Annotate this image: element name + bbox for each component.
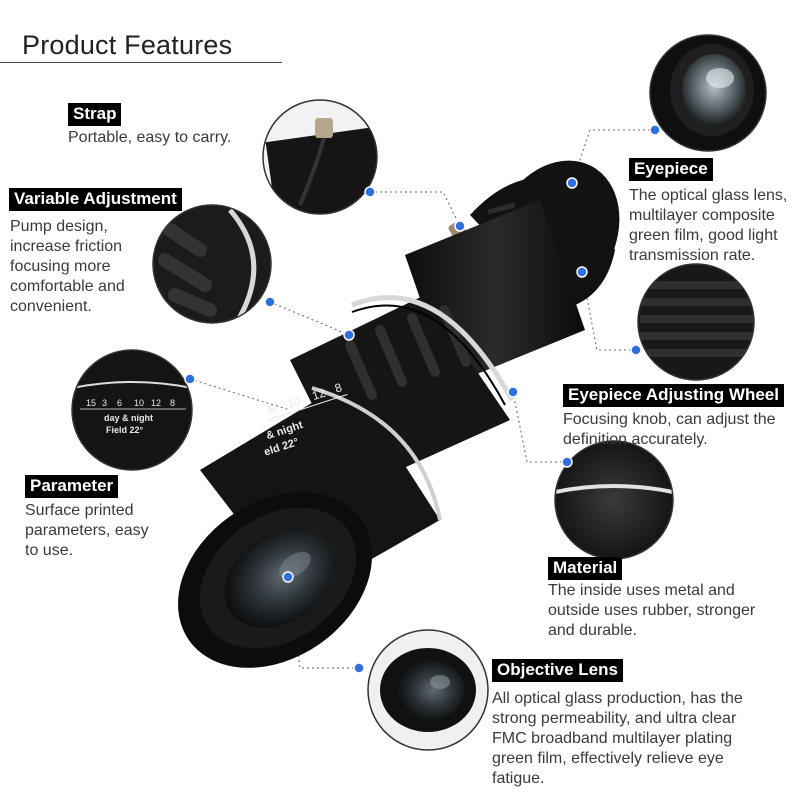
variable-adjustment-label: Variable Adjustment bbox=[9, 188, 182, 211]
eyepiece-wheel-label: Eyepiece Adjusting Wheel bbox=[563, 384, 784, 407]
objective-lens-description: All optical glass production, has the st… bbox=[492, 689, 743, 789]
description-line: green film, effectively relieve eye bbox=[492, 750, 724, 767]
marker-dot bbox=[282, 571, 294, 583]
inset-parameter: 15 3 6 10 12 8 day & night Field 22° bbox=[71, 349, 193, 471]
inset-variable-adjustment bbox=[152, 204, 272, 324]
description-line: focusing more bbox=[10, 258, 111, 275]
param-print-line2: Field 22° bbox=[106, 425, 144, 435]
marker-dot bbox=[454, 220, 466, 232]
description-line: Surface printed bbox=[25, 502, 134, 519]
description-line: fatigue. bbox=[492, 770, 545, 787]
material-description: The inside uses metal and outside uses r… bbox=[548, 581, 755, 641]
description-line: multilayer composite bbox=[629, 207, 775, 224]
marker-dot bbox=[507, 386, 519, 398]
marker-dot bbox=[630, 344, 642, 356]
monocular-body: 6 10 12 8 & night eld 22° bbox=[178, 160, 620, 668]
param-scale-number: 8 bbox=[170, 398, 175, 408]
title-underline bbox=[0, 62, 282, 63]
connector-material bbox=[512, 391, 567, 463]
description-line: FMC broadband multilayer plating bbox=[492, 730, 733, 747]
description-line: The inside uses metal and bbox=[548, 582, 735, 599]
description-line: comfortable and bbox=[10, 278, 125, 295]
marker-dot bbox=[353, 662, 365, 674]
marker-dot bbox=[649, 124, 661, 136]
inset-eyepiece bbox=[649, 34, 767, 152]
inset-eyepiece-wheel bbox=[637, 263, 755, 381]
marker-dot bbox=[566, 177, 578, 189]
description-line: All optical glass production, has the bbox=[492, 690, 743, 707]
inset-objective-lens bbox=[367, 629, 489, 751]
parameter-description: Surface printed parameters, easy to use. bbox=[25, 501, 149, 561]
variable-adjustment-description: Pump design, increase friction focusing … bbox=[10, 217, 125, 317]
eyepiece-label: Eyepiece bbox=[629, 158, 713, 181]
param-scale-number: 10 bbox=[134, 398, 144, 408]
marker-dot bbox=[561, 456, 573, 468]
body-scale-number: 8 bbox=[333, 380, 344, 395]
param-print-line1: day & night bbox=[104, 413, 153, 423]
description-line: to use. bbox=[25, 542, 74, 559]
parameter-label: Parameter bbox=[25, 475, 119, 498]
marker-dot bbox=[264, 296, 276, 308]
marker-dot bbox=[576, 266, 588, 278]
description-line: increase friction bbox=[10, 238, 123, 255]
objective-lens-label: Objective Lens bbox=[492, 659, 623, 682]
description-line: Portable, easy to carry. bbox=[68, 129, 232, 146]
description-line: strong permeability, and ultra clear bbox=[492, 710, 737, 727]
description-line: and durable. bbox=[548, 622, 637, 639]
material-label: Material bbox=[548, 557, 623, 580]
strap-label: Strap bbox=[68, 103, 122, 126]
description-line: outside uses rubber, stronger bbox=[548, 602, 756, 619]
description-line: convenient. bbox=[10, 298, 92, 315]
description-line: green film, good light bbox=[629, 227, 778, 244]
description-line: definition accurately. bbox=[563, 431, 708, 448]
inset-strap bbox=[262, 99, 378, 215]
inset-material bbox=[554, 440, 674, 560]
description-line: The optical glass lens, bbox=[629, 187, 788, 204]
param-scale-number: 15 bbox=[86, 398, 96, 408]
connector-parameter bbox=[189, 378, 291, 411]
param-scale-number: 12 bbox=[151, 398, 161, 408]
param-scale-number: 6 bbox=[117, 398, 122, 408]
marker-dots bbox=[184, 124, 661, 674]
body-scale-number: 6 bbox=[266, 402, 277, 417]
description-line: Focusing knob, can adjust the bbox=[563, 411, 776, 428]
eyepiece-description: The optical glass lens, multilayer compo… bbox=[629, 186, 787, 266]
connector-strap bbox=[370, 191, 461, 227]
description-line: Pump design, bbox=[10, 218, 108, 235]
eyepiece-wheel-description: Focusing knob, can adjust the definition… bbox=[563, 410, 776, 450]
marker-dot bbox=[184, 373, 196, 385]
strap-description: Portable, easy to carry. bbox=[68, 128, 231, 148]
marker-dot bbox=[364, 186, 376, 198]
connector-eyepiece bbox=[571, 129, 655, 184]
body-scale-number: 12 bbox=[310, 385, 327, 403]
body-scale-number: 10 bbox=[285, 394, 302, 412]
param-scale-number: 3 bbox=[102, 398, 107, 408]
marker-dot bbox=[343, 329, 355, 341]
connector-variable bbox=[269, 301, 350, 336]
page-title: Product Features bbox=[22, 30, 233, 60]
description-line: parameters, easy bbox=[25, 522, 149, 539]
description-line: transmission rate. bbox=[629, 247, 756, 264]
